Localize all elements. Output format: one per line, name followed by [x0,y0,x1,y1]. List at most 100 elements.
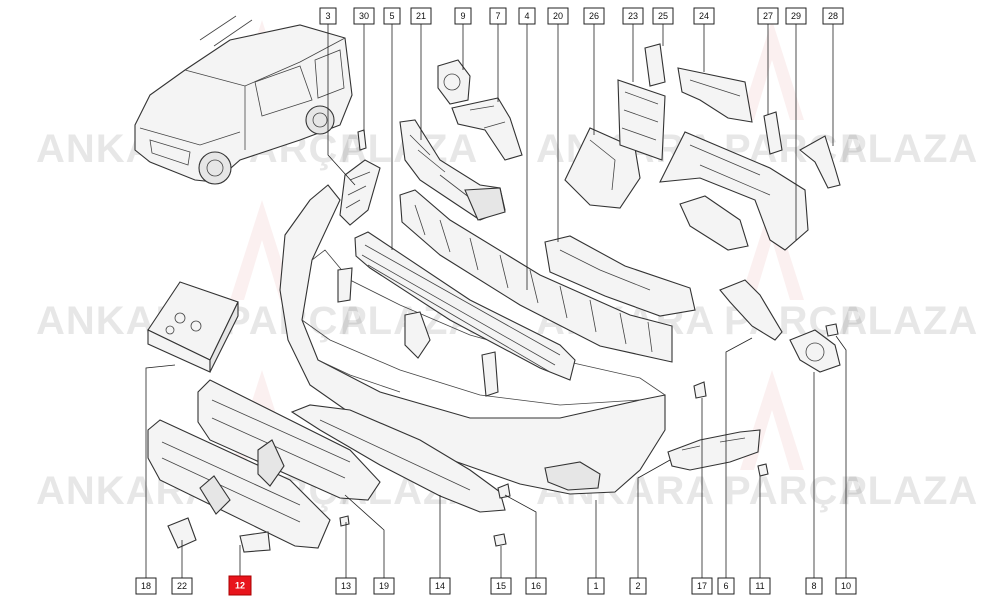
part-clip-30 [357,129,367,151]
part-bracket-3 [339,159,381,226]
callout-label: 11 [755,581,764,591]
callout-3: 3 [319,7,337,25]
callout-19: 19 [373,577,395,595]
callout-17: 17 [691,577,713,595]
callout-label: 24 [699,11,709,21]
callout-12-highlighted[interactable]: 12 [228,575,252,596]
callout-label: 9 [460,11,465,21]
callout-label: 2 [635,581,640,591]
callout-21: 21 [410,7,432,25]
callout-25: 25 [652,7,674,25]
callout-20: 20 [547,7,569,25]
part-foglamp-bezel-8 [789,329,841,373]
leader-lines [145,24,847,578]
callout-label: 29 [791,11,801,21]
part-badge-12 [239,531,271,553]
watermark-word: PARÇA [724,469,868,513]
callout-label: 18 [141,581,151,591]
callout-label: 17 [697,581,707,591]
callout-label: 26 [589,11,599,21]
part-guide-24 [677,67,753,123]
part-lower-grille-5 [354,231,576,381]
part-bracket-lower-29 [679,195,749,251]
callout-label: 22 [177,581,187,591]
callout-label: 5 [389,11,394,21]
callout-label: 20 [553,11,563,21]
part-absorber-21 [399,119,506,221]
callout-22: 22 [171,577,193,595]
part-clip-11 [757,463,769,477]
callout-label: 8 [811,581,816,591]
callout-7: 7 [489,7,507,25]
part-clip-16 [497,483,511,499]
part-upper-grille-19 [197,379,381,501]
part-bumper-cover-1 [279,184,666,495]
part-clip-10 [825,323,839,337]
callout-label: 12 [235,581,245,591]
callout-label: 16 [531,581,541,591]
callout-13: 13 [335,577,357,595]
callout-labels: 3 30 5 21 9 7 4 20 26 23 25 24 27 29 28 … [135,7,857,596]
callout-label: 10 [841,581,851,591]
watermark-word: PLAZA [840,299,978,343]
callout-label: 14 [435,581,445,591]
callout-10: 10 [835,577,857,595]
callout-label: 13 [341,581,351,591]
part-crossmember-29 [659,131,809,251]
callout-2: 2 [629,577,647,595]
part-fastener-15 [493,533,507,547]
callout-label: 28 [828,11,838,21]
part-mount-bumper [337,267,499,397]
callout-5: 5 [383,7,401,25]
callout-16: 16 [525,577,547,595]
callout-label: 23 [628,11,638,21]
callout-label: 1 [593,581,598,591]
callout-23: 23 [622,7,644,25]
callout-18: 18 [135,577,157,595]
part-clip-17 [693,381,707,399]
callout-label: 27 [763,11,773,21]
part-clip-25 [644,43,666,87]
vehicle-illustration [134,15,353,185]
callout-30: 30 [353,7,375,25]
callout-label: 25 [658,11,668,21]
part-kit-box-18 [147,281,239,373]
callout-label: 7 [495,11,500,21]
part-impact-beam-4 [399,189,673,363]
callout-29: 29 [785,7,807,25]
part-splash-26 [564,127,641,209]
part-skid-plate-14 [290,404,506,513]
callout-label: 15 [496,581,506,591]
watermark-word: PLAZA [840,469,978,513]
part-deflector-7 [451,97,523,161]
callout-28: 28 [822,7,844,25]
part-duct-23 [617,79,666,161]
callout-label: 6 [723,581,728,591]
part-bracket-9 [437,59,471,105]
callout-24: 24 [693,7,715,25]
callout-27: 27 [757,7,779,25]
callout-11: 11 [749,577,771,595]
callout-1: 1 [587,577,605,595]
part-bracket-22 [167,517,197,549]
callout-4: 4 [518,7,536,25]
callout-label: 3 [325,11,330,21]
part-radiator-grille-12 [147,419,331,549]
callout-15: 15 [490,577,512,595]
callout-9: 9 [454,7,472,25]
part-clip-27 [763,111,783,155]
callout-26: 26 [583,7,605,25]
callout-6: 6 [717,577,735,595]
callout-label: 30 [359,11,369,21]
callout-label: 4 [524,11,529,21]
callout-label: 21 [416,11,426,21]
callout-label: 19 [379,581,389,591]
callout-8: 8 [805,577,823,595]
part-bracket-6 [719,279,783,341]
watermark-word: PLAZA [840,127,978,171]
callout-14: 14 [429,577,451,595]
part-foam-20 [544,235,696,317]
part-clip-13 [339,515,350,527]
part-bracket-28 [799,135,841,189]
